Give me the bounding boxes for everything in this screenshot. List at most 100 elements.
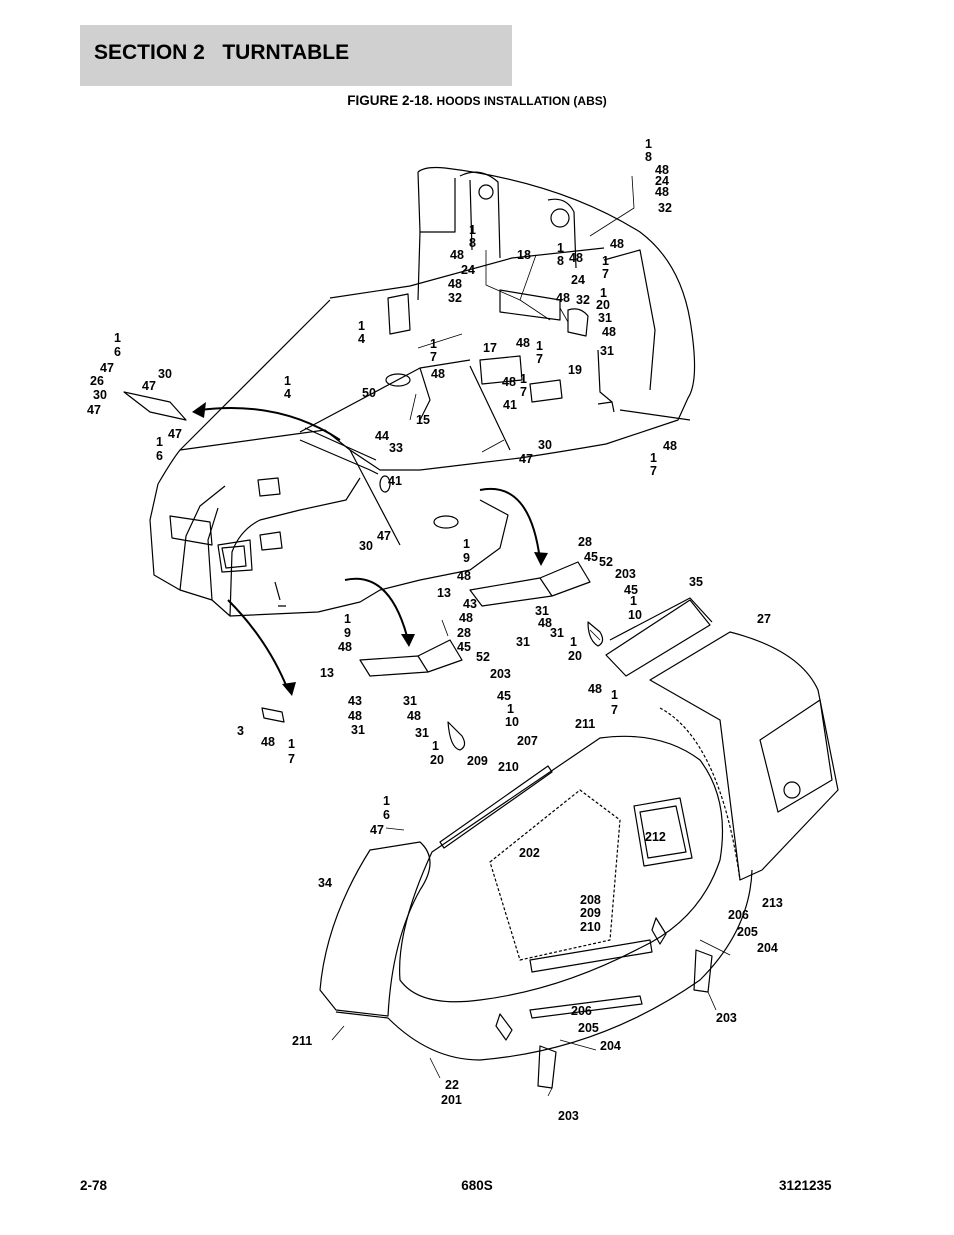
callout-number: 7: [650, 464, 657, 478]
callout-number: 20: [568, 649, 582, 663]
callout-number: 211: [292, 1034, 312, 1048]
callout-number: 211: [575, 717, 595, 731]
callout-number: 30: [359, 539, 373, 553]
callout-number: 31: [598, 311, 612, 325]
callout-number: 48: [588, 682, 602, 696]
callout-number: 1: [557, 241, 564, 255]
callout-number: 48: [348, 709, 362, 723]
callout-number: 31: [351, 723, 365, 737]
callout-number: 47: [370, 823, 384, 837]
callout-number: 1: [600, 286, 607, 300]
callout-number: 48: [431, 367, 445, 381]
callout-number: 31: [516, 635, 530, 649]
callout-number: 212: [645, 830, 666, 844]
callout-number: 1: [114, 331, 121, 345]
callout-number: 7: [430, 350, 437, 364]
callout-number: 208: [580, 893, 601, 907]
callout-number: 15: [416, 413, 430, 427]
callout-number: 1: [156, 435, 163, 449]
callout-number: 52: [476, 650, 490, 664]
callout-number: 1: [520, 372, 527, 386]
callout-number: 1: [507, 702, 514, 716]
callout-number: 30: [93, 388, 107, 402]
callout-number: 203: [615, 567, 636, 581]
callout-number: 30: [158, 367, 172, 381]
callout-number: 1: [358, 319, 365, 333]
callout-number: 31: [415, 726, 429, 740]
callout-number: 6: [156, 449, 163, 463]
callout-number: 48: [448, 277, 462, 291]
callout-number: 8: [469, 236, 476, 250]
callout-number: 47: [519, 452, 533, 466]
callout-number: 207: [517, 734, 538, 748]
model-name: 680S: [461, 1178, 493, 1193]
callout-number: 45: [457, 640, 471, 654]
callout-number: 206: [571, 1004, 592, 1018]
section-header-bar: SECTION 2 TURNTABLE: [80, 25, 512, 86]
callout-number: 33: [389, 441, 403, 455]
callout-number: 210: [580, 920, 601, 934]
callout-number: 1: [432, 739, 439, 753]
callout-number: 213: [762, 896, 783, 910]
page-number: 2-78: [80, 1178, 108, 1193]
callout-number: 52: [599, 555, 613, 569]
callout-number: 48: [602, 325, 616, 339]
assembly-arrows-drawing: [199, 407, 541, 691]
figure-name: HOODS INSTALLATION (ABS): [436, 94, 607, 108]
callout-number: 47: [100, 361, 114, 375]
callout-number: 206: [728, 908, 749, 922]
callout-number: 4: [284, 387, 291, 401]
callout-number: 30: [538, 438, 552, 452]
callout-number: 7: [536, 352, 543, 366]
callout-number: 32: [658, 201, 672, 215]
callout-number: 24: [461, 263, 475, 277]
callout-number: 209: [467, 754, 488, 768]
callout-number: 48: [450, 248, 464, 262]
callout-number: 34: [318, 876, 332, 890]
callout-number: 45: [584, 550, 598, 564]
callout-number: 205: [578, 1021, 599, 1035]
callout-number: 28: [457, 626, 471, 640]
callout-number: 48: [569, 251, 583, 265]
callout-number: 48: [556, 291, 570, 305]
callout-number: 209: [580, 906, 601, 920]
callout-number: 32: [448, 291, 462, 305]
callout-number: 1: [288, 737, 295, 751]
callout-number: 6: [114, 345, 121, 359]
callout-number: 7: [611, 703, 618, 717]
callout-number: 35: [689, 575, 703, 589]
callout-number: 48: [516, 336, 530, 350]
callout-number: 48: [502, 375, 516, 389]
callout-number: 201: [441, 1093, 462, 1107]
callout-number: 203: [490, 667, 511, 681]
callout-number: 10: [628, 608, 642, 622]
callout-number: 48: [655, 163, 669, 177]
callout-number: 31: [403, 694, 417, 708]
callout-number: 9: [463, 551, 470, 565]
callout-number: 203: [558, 1109, 579, 1123]
callout-number: 6: [383, 808, 390, 822]
callout-number: 1: [650, 451, 657, 465]
main-hood-drawing: [319, 735, 753, 1089]
callout-number: 1: [469, 223, 476, 237]
callout-number: 48: [338, 640, 352, 654]
hood-brackets-drawing: [123, 391, 604, 751]
callout-number: 204: [757, 941, 778, 955]
callout-number: 20: [430, 753, 444, 767]
callout-number: 18: [517, 248, 531, 262]
callout-number: 1: [430, 337, 437, 351]
section-title: SECTION 2 TURNTABLE: [94, 41, 350, 64]
callout-number: 8: [557, 254, 564, 268]
callout-number: 1: [602, 254, 609, 268]
document-number: 3121235: [779, 1178, 832, 1193]
callout-number: 9: [344, 626, 351, 640]
callout-number: 1: [536, 339, 543, 353]
callout-number: 1: [344, 612, 351, 626]
callout-number: 28: [578, 535, 592, 549]
callout-number: 47: [377, 529, 391, 543]
callout-number: 10: [505, 715, 519, 729]
callout-number: 48: [663, 439, 677, 453]
callout-number: 4: [358, 332, 365, 346]
callout-number: 48: [459, 611, 473, 625]
